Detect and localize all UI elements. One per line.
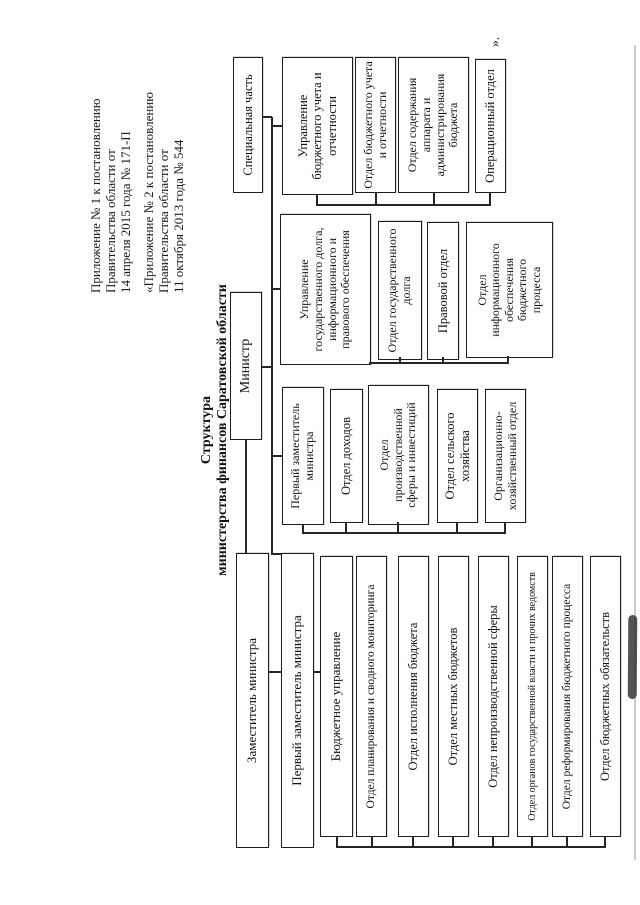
connector-special-part-stub	[262, 116, 272, 118]
org-node-minister: Министр	[230, 292, 262, 440]
org-node-directorate-debt-info-legal: Управление государственного долга, инфор…	[280, 214, 371, 365]
org-node-dept-info-support: Отдел информационного обеспечения бюджет…	[466, 222, 553, 358]
connector-left-stub	[492, 836, 494, 848]
org-node-first-deputy-minister-left: Первый заместитель министра	[281, 553, 314, 848]
connector-center-stub	[345, 522, 347, 534]
scan-edge-artifact	[634, 45, 636, 860]
chart-title-line1: Структура	[199, 395, 214, 465]
chart-title: Структура министерства финансов Саратовс…	[199, 245, 230, 615]
connector-main-bus	[271, 117, 273, 555]
connector-accounting-stub	[433, 192, 435, 206]
org-node-deputy-minister: Заместитель министра	[236, 553, 269, 848]
connector-drop-first-deputy	[271, 455, 283, 457]
org-node-dept-state-bodies: Отдел органов государственной власти и п…	[517, 556, 548, 837]
org-node-dept-agriculture: Отдел сельского хозяйства	[437, 389, 478, 523]
org-node-dept-nonproduction: Отдел непроизводственной сферы	[478, 556, 509, 837]
connector-debt-rail	[369, 362, 509, 364]
org-node-dept-budget-execution: Отдел исполнения бюджета	[398, 556, 429, 837]
org-node-dept-org-household: Организационно-хозяйственный отдел	[485, 389, 526, 523]
connector-left-stub	[412, 836, 414, 848]
org-node-special-part: Специальная часть	[233, 57, 263, 193]
connector-drop-debt-directorate	[271, 288, 281, 290]
org-node-dept-revenues: Отдел доходов	[330, 389, 363, 523]
connector-deputy-minister-link	[245, 440, 247, 553]
appendix-note-2: «Приложение № 2 к постановлению Правител…	[141, 43, 186, 293]
connector-center-stub	[456, 522, 458, 534]
connector-accounting-stub	[375, 192, 377, 206]
org-node-dept-local-budgets: Отдел местных бюджетов	[438, 556, 469, 837]
org-node-dept-budget-reform: Отдел реформирования бюджетного процесса	[552, 556, 583, 837]
connector-accounting-rail	[316, 204, 491, 206]
appendix-line: Приложение № 1 к постановлению	[88, 98, 103, 293]
appendix-line: 11 октября 2013 года № 544	[171, 139, 186, 293]
org-node-dept-operations: Операционный отдел	[475, 59, 506, 193]
org-node-first-deputy-minister: Первый заместитель министра	[282, 387, 324, 525]
connector-accounting-stub	[489, 192, 491, 206]
connector-firstdeputy-to-budgetdir	[313, 671, 321, 673]
connector-left-stub	[566, 836, 568, 848]
org-node-dept-budget-obligations: Отдел бюджетных обязательств	[590, 556, 621, 837]
appendix-line: «Приложение № 2 к постановлению	[141, 92, 156, 293]
connector-minister-stub	[262, 366, 272, 368]
connector-left-stub	[604, 836, 606, 848]
org-node-directorate-accounting: Управление бюджетного учета и отчетности	[282, 57, 353, 195]
org-node-dept-budget-accounting: Отдел бюджетного учета и отчетности	[355, 57, 396, 193]
org-node-dept-apparatus-admin: Отдел содержания аппарата и администриро…	[398, 57, 469, 193]
connector-left-stub	[371, 836, 373, 848]
connector-left-stub	[452, 836, 454, 848]
connector-bus-left-drop	[271, 553, 282, 555]
connector-left-stub	[336, 836, 338, 848]
connector-center-rail	[302, 532, 506, 534]
org-node-dept-state-debt: Отдел государственного долга	[378, 221, 422, 360]
connector-debt-stub	[399, 357, 401, 364]
appendix-line: Правительства области от	[103, 149, 118, 293]
connector-left-stub	[531, 836, 533, 848]
org-node-dept-planning-monitoring: Отдел планирования и сводного мониторинг…	[356, 556, 387, 837]
appendix-line: 14 апреля 2015 года № 171-П	[118, 131, 133, 293]
connector-debt-stub	[507, 356, 509, 364]
org-node-dept-production-investments: Отдел производственной сферы и инвестици…	[368, 385, 429, 525]
appendix-note-1: Приложение № 1 к постановлению Правитель…	[88, 43, 133, 293]
connector-center-stub	[397, 522, 399, 534]
connector-center-stub	[504, 522, 506, 534]
appendix-line: Правительства области от	[156, 149, 171, 293]
closing-quote-mark: ».	[487, 36, 502, 47]
scan-smudge-artifact	[627, 614, 638, 700]
org-node-budget-directorate: Бюджетное управление	[320, 556, 353, 837]
connector-deputy-to-firstdeputy	[268, 671, 282, 673]
connector-drop-accounting	[271, 125, 283, 127]
chart-title-line2: министерства финансов Саратовской област…	[214, 284, 230, 576]
connector-debt-stub	[442, 357, 444, 364]
org-node-dept-legal: Правовой отдел	[427, 222, 459, 360]
